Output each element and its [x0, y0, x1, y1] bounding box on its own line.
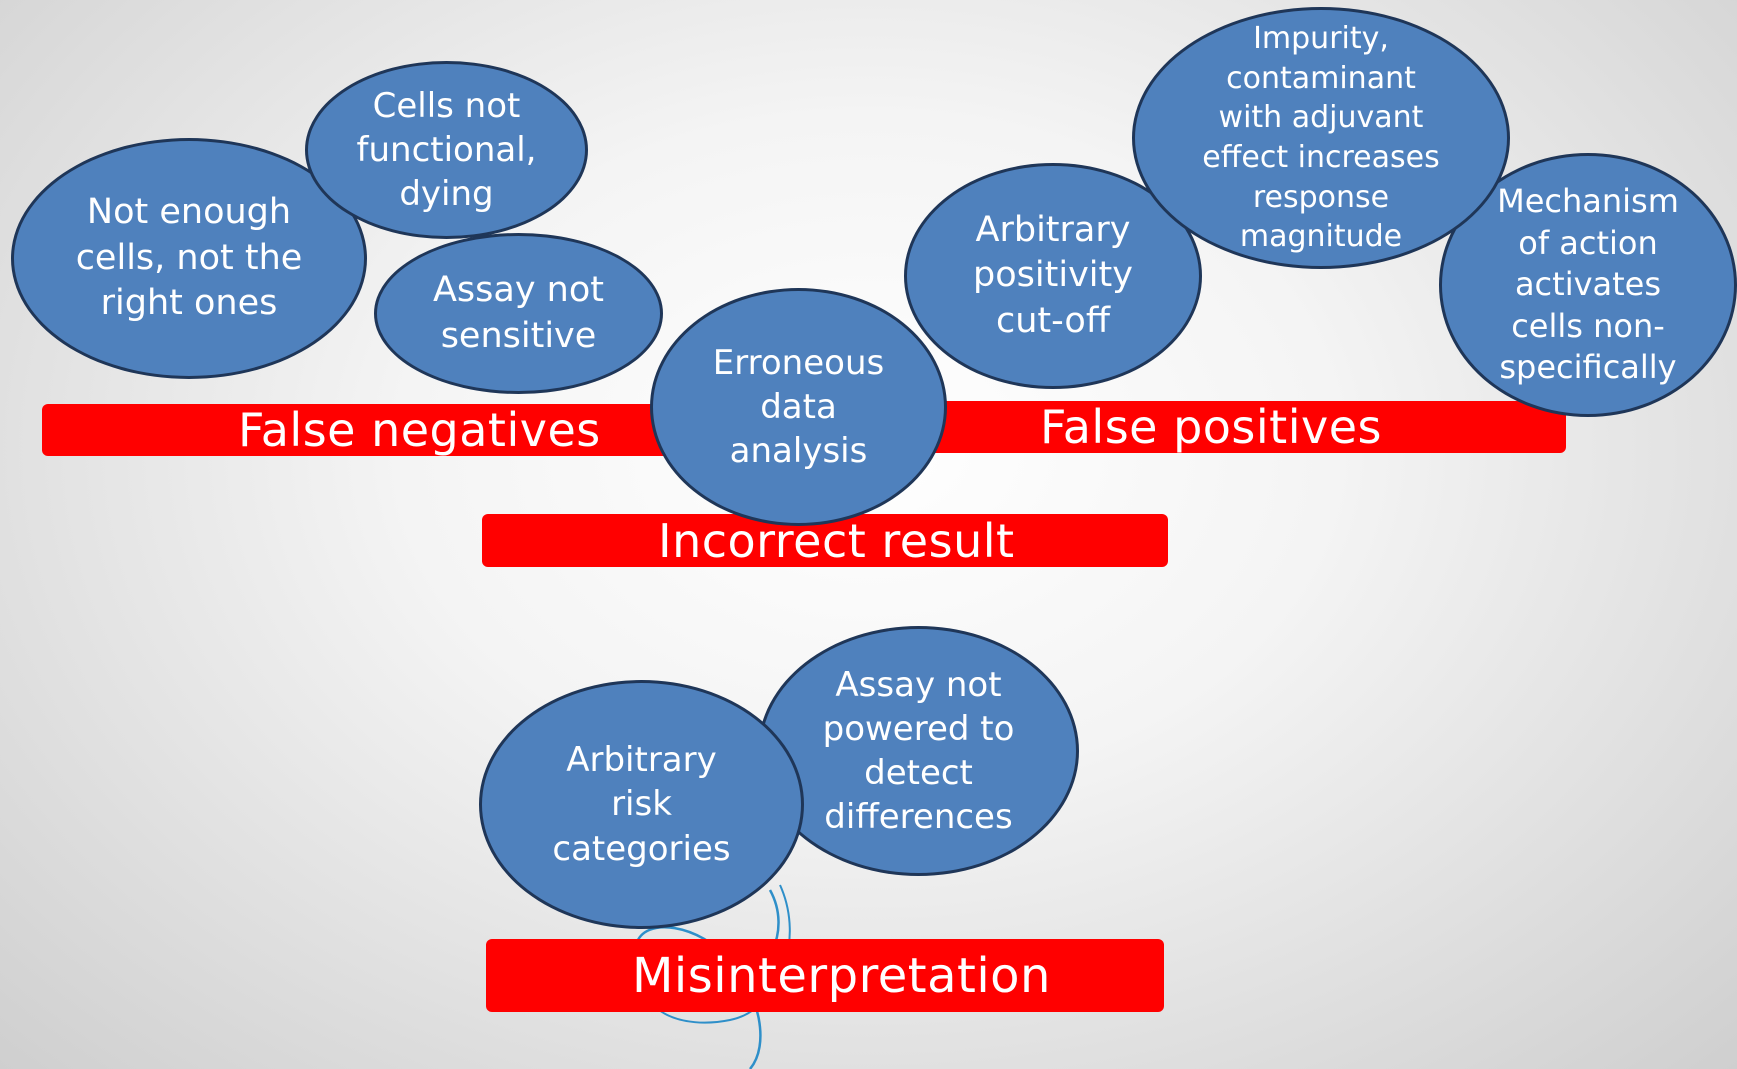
bubble-erroneous-analysis: Erroneous data analysis — [650, 288, 947, 526]
false-negatives-bar: False negatives — [42, 403, 672, 457]
misinterpretation-bar: Misinterpretation — [486, 939, 1164, 1012]
bubble-impurity: Impurity, contaminant with adjuvant effe… — [1132, 7, 1510, 269]
bubble-arbitrary-cutoff: Arbitrary positivity cut-off — [904, 163, 1202, 389]
false-negatives-label: False negatives — [238, 403, 601, 457]
bubble-assay-not-sensitive: Assay not sensitive — [374, 233, 663, 394]
bubble-cells-not-functional: Cells not functional, dying — [305, 61, 588, 239]
bubble-assay-not-powered: Assay not powered to detect differences — [758, 626, 1079, 876]
incorrect-result-label: Incorrect result — [658, 513, 1015, 568]
bubble-arbitrary-risk: Arbitrary risk categories — [479, 680, 804, 929]
false-positives-label: False positives — [1040, 400, 1382, 454]
false-positives-bar: False positives — [930, 400, 1566, 454]
bubble-not-enough-cells: Not enough cells, not the right ones — [11, 138, 367, 379]
misinterpretation-label: Misinterpretation — [632, 947, 1051, 1004]
